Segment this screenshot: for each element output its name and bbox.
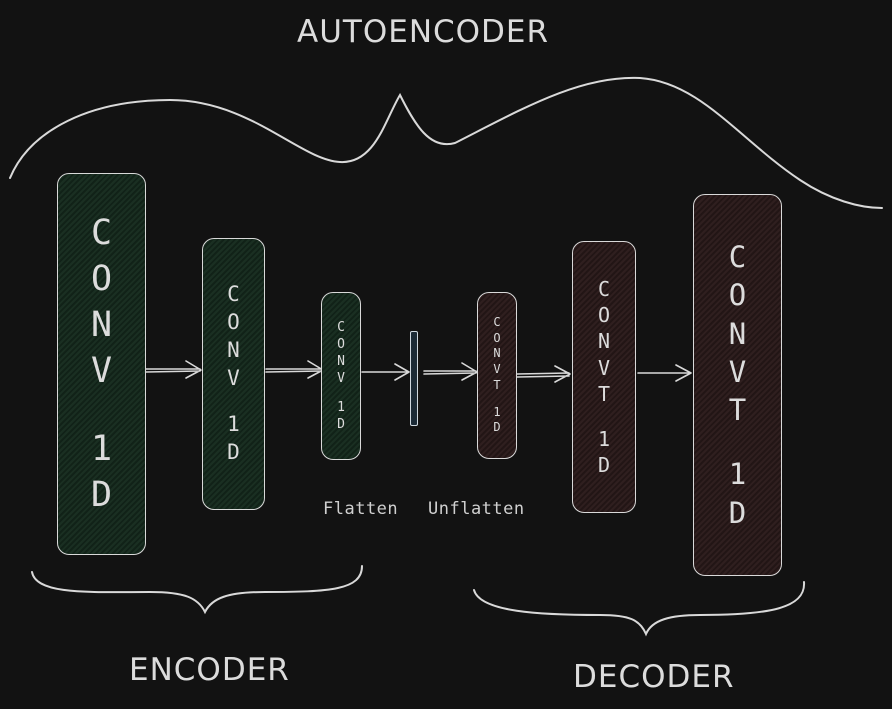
block-letter: V (597, 355, 611, 380)
block-letter: D (493, 420, 501, 435)
block-letter: V (337, 371, 345, 387)
block-letter: N (90, 305, 113, 346)
block-letter: T (728, 393, 747, 428)
unflatten-label: Unflatten (428, 499, 525, 519)
block-letter: O (597, 303, 611, 328)
block-letter: 1 (728, 457, 747, 492)
autoencoder-title: AUTOENCODER (297, 14, 550, 50)
block-letter: N (597, 329, 611, 354)
block-letter: C (227, 282, 240, 307)
flatten-layer (410, 331, 418, 426)
block-letter: N (227, 337, 240, 362)
block-letter: N (337, 354, 345, 369)
block-letter: O (728, 278, 747, 313)
block-letter: D (337, 417, 345, 433)
arrow-enc1-enc2 (145, 360, 202, 379)
decoder-brace (473, 581, 806, 637)
block-letter: T (597, 382, 611, 407)
block-letter: 1 (493, 404, 501, 419)
flatten-label: Flatten (323, 499, 399, 519)
block-letter: V (227, 365, 240, 390)
arrow-dec1-dec2 (516, 365, 571, 383)
block-letter: C (493, 314, 501, 329)
block-letter: C (337, 319, 345, 335)
block-letter: C (597, 276, 611, 301)
block-letter: 1 (227, 412, 240, 437)
block-letter: C (728, 240, 747, 275)
block-letter: C (90, 212, 113, 253)
block-letter: V (493, 362, 501, 377)
encoder-label: ENCODER (129, 652, 290, 688)
arrow-enc2-enc3 (265, 360, 324, 379)
block-letter: N (728, 316, 747, 351)
block-letter: 1 (90, 428, 113, 469)
block-letter: 1 (337, 400, 345, 415)
arrow-flatten-dec1 (423, 362, 478, 381)
block-letter: N (493, 346, 501, 361)
decoder-label: DECODER (573, 659, 735, 695)
block-letter: 1 (597, 426, 611, 451)
arrow-dec2-dec3 (637, 364, 692, 382)
block-letter: D (227, 439, 240, 464)
arrow-enc3-flatten (361, 363, 410, 381)
block-letter: D (90, 475, 113, 516)
block-letter: V (90, 351, 113, 392)
block-letter: O (337, 336, 345, 352)
block-letter: V (728, 354, 747, 389)
block-letter: D (728, 495, 747, 530)
block-letter: O (90, 258, 113, 299)
block-letter: O (493, 330, 501, 345)
block-letter: T (493, 378, 501, 393)
autoencoder-brace (9, 76, 883, 209)
encoder-brace (31, 565, 363, 615)
block-letter: O (227, 310, 240, 335)
block-letter: D (597, 452, 611, 477)
